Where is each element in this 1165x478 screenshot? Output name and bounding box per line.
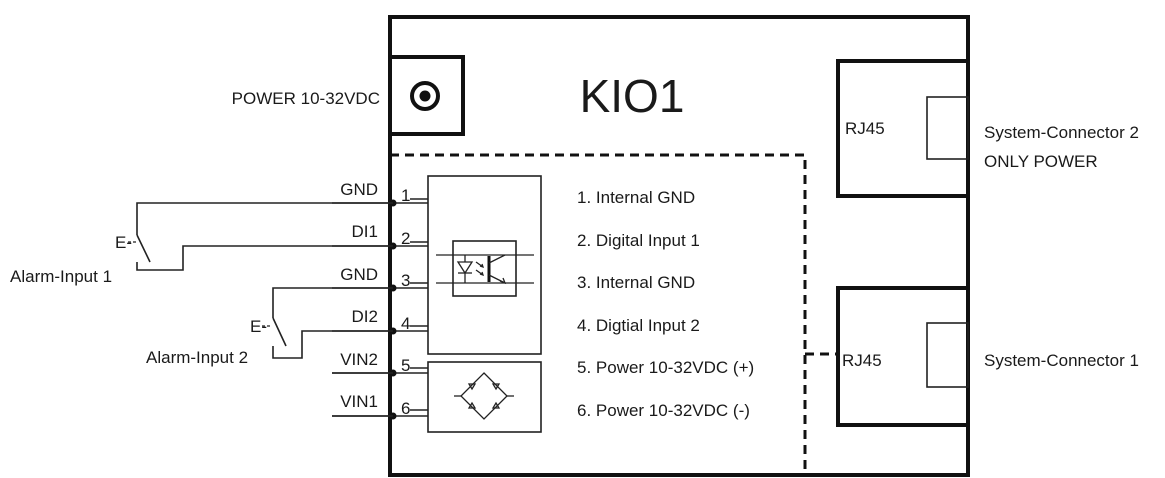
power-label: POWER 10-32VDC xyxy=(232,89,380,108)
terminal-description: 5. Power 10-32VDC (+) xyxy=(577,358,754,377)
terminal-number: 6 xyxy=(401,399,410,418)
terminal-number: 4 xyxy=(401,314,410,333)
optocoupler-icon xyxy=(452,240,517,297)
system-connector-2-label: System-Connector 2 xyxy=(984,123,1139,142)
terminal-name: VIN2 xyxy=(340,350,378,369)
terminal-description: 1. Internal GND xyxy=(577,188,695,207)
optocoupler-block xyxy=(410,175,542,355)
terminal-name: VIN1 xyxy=(340,392,378,411)
module-title: KIO1 xyxy=(580,70,685,122)
terminal-number: 5 xyxy=(401,356,410,375)
terminal-name: GND xyxy=(340,180,378,199)
system-connector-1-label: System-Connector 1 xyxy=(984,351,1139,370)
terminal-row-5: VIN2 5 5. Power 10-32VDC (+) xyxy=(332,350,754,377)
terminal-number: 3 xyxy=(401,271,410,290)
terminal-name: DI1 xyxy=(352,222,378,241)
alarm-input-1-circuit: E- Alarm-Input 1 xyxy=(10,202,393,286)
rj45-port-label: RJ45 xyxy=(845,119,885,138)
terminal-description: 6. Power 10-32VDC (-) xyxy=(577,401,750,420)
terminal-row-6: VIN1 6 6. Power 10-32VDC (-) xyxy=(332,392,750,420)
rectifier-block xyxy=(410,361,542,433)
only-power-label: ONLY POWER xyxy=(984,152,1098,171)
terminal-number: 1 xyxy=(401,186,410,205)
rj45-connector-1: RJ45 xyxy=(836,286,970,427)
terminal-row-2: DI1 2 2. Digital Input 1 xyxy=(332,222,700,250)
alarm-input-1-label: Alarm-Input 1 xyxy=(10,267,112,286)
power-jack xyxy=(388,55,465,136)
alarm-input-2-circuit: E- Alarm-Input 2 xyxy=(146,287,393,367)
terminal-name: DI2 xyxy=(352,307,378,326)
terminal-row-1: GND 1 1. Internal GND xyxy=(332,180,695,207)
alarm-input-2-label: Alarm-Input 2 xyxy=(146,348,248,367)
rj45-connector-2: RJ45 xyxy=(836,59,970,198)
switch-symbol: E- xyxy=(250,317,267,336)
bridge-rectifier-icon xyxy=(454,372,514,420)
terminal-description: 4. Digtial Input 2 xyxy=(577,316,700,335)
power-jack-icon xyxy=(410,81,440,111)
internal-boundary xyxy=(390,153,807,472)
terminal-description: 3. Internal GND xyxy=(577,273,695,292)
switch-symbol: E- xyxy=(115,233,132,252)
rj45-port-label: RJ45 xyxy=(842,351,882,370)
terminal-description: 2. Digital Input 1 xyxy=(577,231,700,250)
terminal-name: GND xyxy=(340,265,378,284)
terminal-number: 2 xyxy=(401,229,410,248)
